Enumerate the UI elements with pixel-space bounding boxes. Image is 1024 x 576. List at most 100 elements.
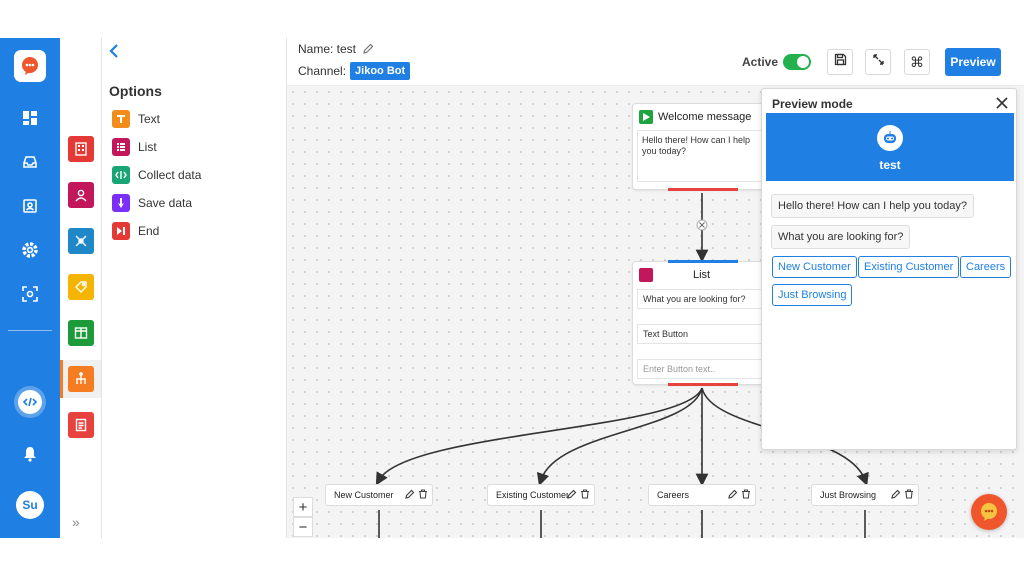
option-label: End <box>138 224 160 238</box>
trash-icon[interactable] <box>418 489 428 501</box>
output-handle[interactable] <box>668 188 738 191</box>
child-node-label: Just Browsing <box>820 490 877 500</box>
code-nav-active[interactable] <box>14 386 46 418</box>
bell-icon[interactable] <box>18 442 42 466</box>
toggle-knob <box>797 56 809 68</box>
welcome-message-node[interactable]: Welcome message Hello there! How can I h… <box>632 103 767 191</box>
welcome-text-field[interactable]: Hello there! How can I help you today? <box>637 130 764 182</box>
fit-view-button[interactable] <box>865 49 891 75</box>
input-handle[interactable] <box>515 484 569 485</box>
scan-icon[interactable] <box>18 282 42 306</box>
child-node-existing-customer[interactable]: Existing Customer <box>487 484 595 506</box>
edit-icon[interactable] <box>728 489 738 501</box>
output-handle[interactable] <box>515 505 569 506</box>
chat-widget-icon[interactable] <box>971 494 1007 530</box>
child-node-label: Careers <box>657 490 690 500</box>
output-handle[interactable] <box>839 505 893 506</box>
output-handle[interactable] <box>676 505 730 506</box>
welcome-node-header: Welcome message <box>639 110 751 124</box>
edge-to-new-customer <box>375 387 703 486</box>
collect-data-icon <box>112 166 130 184</box>
trash-icon[interactable] <box>580 489 590 501</box>
brand-logo-icon[interactable] <box>14 50 46 82</box>
bot-name: test <box>879 158 901 172</box>
play-icon <box>639 110 653 124</box>
code-icon <box>18 390 42 414</box>
expand-arrows-icon <box>872 53 885 71</box>
output-handle[interactable] <box>353 505 407 506</box>
edit-icon[interactable] <box>567 489 577 501</box>
preview-button[interactable]: Preview <box>945 48 1001 76</box>
list-question-field[interactable]: What you are looking for? <box>637 289 764 309</box>
zoom-in-button[interactable]: + <box>293 497 313 517</box>
flow-name-label: Name: test <box>298 42 357 56</box>
integration-icon[interactable] <box>68 228 94 254</box>
contacts-icon[interactable] <box>18 194 42 218</box>
building-icon[interactable] <box>68 136 94 162</box>
edge-to-existing-customer <box>536 387 703 487</box>
columns-icon[interactable] <box>68 320 94 346</box>
settings-icon[interactable] <box>18 238 42 262</box>
option-collect-data[interactable]: Collect data <box>112 166 201 184</box>
list-node[interactable]: List What you are looking for? Text Butt… <box>632 260 767 386</box>
options-panel: Options Text List Collect data Save data… <box>102 38 287 538</box>
tag-icon[interactable] <box>68 274 94 300</box>
options-title: Options <box>109 83 162 99</box>
list-icon <box>112 138 130 156</box>
flow-name: Name: test <box>298 42 374 57</box>
edit-name-icon[interactable] <box>363 43 374 57</box>
list-icon <box>639 268 653 282</box>
command-icon: ⌘ <box>910 53 924 70</box>
option-list[interactable]: List <box>112 138 157 156</box>
close-icon[interactable] <box>996 93 1008 114</box>
channel-label: Channel: <box>298 64 347 78</box>
option-end[interactable]: End <box>112 222 159 240</box>
active-toggle[interactable] <box>783 54 811 70</box>
preview-bot-header: test <box>766 113 1014 181</box>
edit-icon[interactable] <box>891 489 901 501</box>
channel-row: Channel: Jikoo Bot <box>298 62 411 80</box>
edit-icon[interactable] <box>405 489 415 501</box>
option-label: Text <box>138 112 161 126</box>
trash-icon[interactable] <box>904 489 914 501</box>
child-node-label: Existing Customer <box>496 490 568 500</box>
quick-reply-button[interactable]: Just Browsing <box>772 284 853 306</box>
back-chevron-icon[interactable] <box>108 42 128 64</box>
trash-icon[interactable] <box>741 489 751 501</box>
bot-message: Hello there! How can I help you today? <box>771 194 974 218</box>
user-icon[interactable] <box>68 182 94 208</box>
option-text[interactable]: Text <box>112 110 160 128</box>
editor-toolbar: Name: test Channel: Jikoo Bot Active ⌘ P… <box>287 38 1024 86</box>
expand-chevron-icon[interactable]: » <box>72 514 80 530</box>
output-handle[interactable] <box>668 383 738 386</box>
save-icon <box>834 53 847 71</box>
quick-reply-button[interactable]: New Customer <box>772 256 857 278</box>
input-handle[interactable] <box>353 484 407 485</box>
flow-builder-app: Su » Options <box>0 38 1024 538</box>
flow-icon[interactable] <box>68 366 94 392</box>
option-save-data[interactable]: Save data <box>112 194 192 212</box>
notes-icon[interactable] <box>68 412 94 438</box>
child-node-label: New Customer <box>334 490 394 500</box>
child-node-careers[interactable]: Careers <box>648 484 756 506</box>
user-avatar[interactable]: Su <box>16 491 44 519</box>
list-button-field[interactable]: Text Button <box>637 324 764 344</box>
option-label: Save data <box>138 196 193 210</box>
inbox-icon[interactable] <box>18 150 42 174</box>
channel-chip[interactable]: Jikoo Bot <box>350 62 411 80</box>
quick-reply-button[interactable]: Existing Customer <box>858 256 960 278</box>
input-handle[interactable] <box>839 484 893 485</box>
save-button[interactable] <box>827 49 853 75</box>
active-label: Active <box>742 55 779 69</box>
dashboard-icon[interactable] <box>18 106 42 130</box>
input-handle[interactable] <box>668 260 738 263</box>
preview-panel: Preview mode test Hello there! How can I… <box>761 88 1017 450</box>
button-text-input[interactable]: Enter Button text.. <box>637 359 764 379</box>
quick-reply-button[interactable]: Careers <box>960 256 1012 278</box>
shortcuts-button[interactable]: ⌘ <box>904 49 930 75</box>
bot-message: What you are looking for? <box>771 225 911 249</box>
input-handle[interactable] <box>676 484 730 485</box>
child-node-new-customer[interactable]: New Customer <box>325 484 433 506</box>
zoom-out-button[interactable]: − <box>293 517 313 537</box>
child-node-just-browsing[interactable]: Just Browsing <box>811 484 919 506</box>
